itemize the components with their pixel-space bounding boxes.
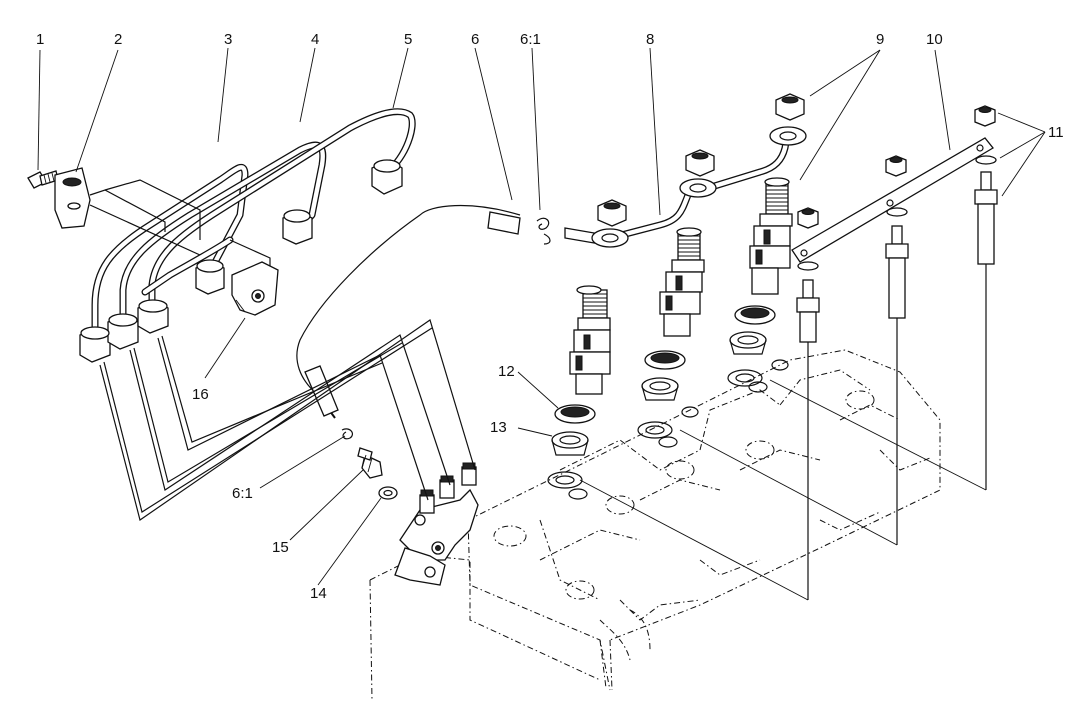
glow-plug-bus-bar bbox=[791, 105, 997, 271]
callout-4: 4 bbox=[311, 31, 319, 48]
callout-6: 6 bbox=[471, 31, 479, 48]
pipe-clamp bbox=[27, 167, 271, 309]
callout-leaders bbox=[37, 47, 1046, 586]
callout-6-1-top: 6:1 bbox=[520, 31, 541, 48]
injection-pipes bbox=[79, 108, 476, 521]
injection-pump-head bbox=[394, 462, 479, 586]
callout-14: 14 bbox=[310, 585, 327, 602]
leak-off-rail bbox=[591, 93, 807, 248]
callout-13: 13 bbox=[490, 419, 507, 436]
bracket bbox=[231, 261, 279, 316]
callout-1: 1 bbox=[36, 31, 44, 48]
banjo-bolt-and-washer bbox=[357, 447, 398, 500]
callout-labels: 1 2 3 4 5 6 6:1 8 9 10 11 12 13 14 15 16… bbox=[36, 31, 1064, 602]
callout-16: 16 bbox=[192, 386, 209, 403]
leak-off-hose bbox=[296, 204, 601, 440]
injectors bbox=[569, 177, 793, 395]
callout-8: 8 bbox=[646, 31, 654, 48]
callout-6-1-bottom: 6:1 bbox=[232, 485, 253, 502]
callout-9: 9 bbox=[876, 31, 884, 48]
callout-3: 3 bbox=[224, 31, 232, 48]
injector-seals bbox=[551, 305, 776, 456]
callout-12: 12 bbox=[498, 363, 515, 380]
callout-15: 15 bbox=[272, 539, 289, 556]
glow-plugs bbox=[579, 171, 998, 601]
callout-5: 5 bbox=[404, 31, 412, 48]
callout-2: 2 bbox=[114, 31, 122, 48]
callout-10: 10 bbox=[926, 31, 943, 48]
callout-11: 11 bbox=[1048, 124, 1064, 141]
